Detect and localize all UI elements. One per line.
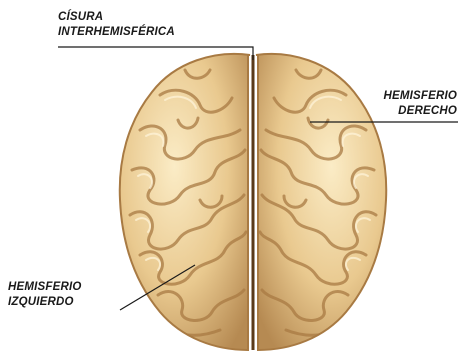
left-hemisphere-label: HEMISFERIO IZQUIERDO [8, 280, 82, 310]
fissure-label-line2: INTERHEMISFÉRICA [58, 25, 175, 40]
left-hemisphere-label-line2: IZQUIERDO [8, 295, 82, 310]
right-hemisphere-label-line1: HEMISFERIO [383, 89, 457, 104]
fissure-label: CÍSURA INTERHEMISFÉRICA [58, 10, 175, 40]
fissure-label-line1: CÍSURA [58, 10, 175, 25]
right-hemisphere-label-line2: DERECHO [383, 104, 457, 119]
right-hemisphere [256, 54, 386, 350]
right-hemisphere-label: HEMISFERIO DERECHO [383, 89, 457, 119]
left-hemisphere [120, 54, 250, 350]
left-hemisphere-label-line1: HEMISFERIO [8, 280, 82, 295]
